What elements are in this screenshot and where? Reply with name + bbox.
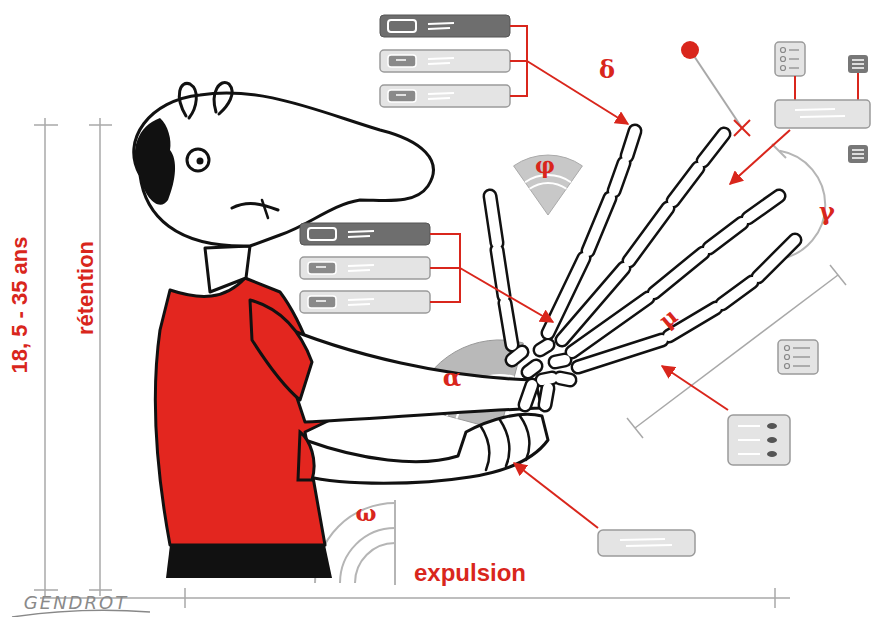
dimension-line bbox=[99, 118, 101, 596]
age-range: 18, 5 - 35 ans bbox=[9, 237, 31, 374]
callout-group bbox=[662, 366, 790, 465]
placeholder-box bbox=[728, 415, 790, 465]
dimension-tick bbox=[89, 124, 112, 126]
angle-symbol: α bbox=[443, 366, 461, 390]
leader-arrow bbox=[730, 130, 790, 184]
callout-group bbox=[778, 340, 818, 374]
dimension-tick bbox=[184, 588, 186, 608]
callout-group bbox=[380, 15, 628, 124]
dimension-tick bbox=[34, 124, 58, 126]
angle-side bbox=[394, 500, 396, 585]
eye bbox=[187, 149, 209, 171]
bracket bbox=[430, 234, 460, 302]
cross-mark bbox=[734, 120, 750, 136]
angle-arc bbox=[340, 528, 395, 583]
mouth bbox=[232, 204, 278, 210]
dimension-label: rétention bbox=[75, 241, 97, 335]
hand-bones bbox=[490, 131, 795, 405]
head bbox=[134, 93, 434, 246]
cartoon-man bbox=[134, 83, 795, 578]
placeholder-box bbox=[300, 291, 430, 313]
hand-bones-outline bbox=[490, 131, 795, 405]
dimension-lines bbox=[34, 118, 846, 608]
placeholder-lines bbox=[795, 109, 845, 117]
leader-line bbox=[690, 50, 742, 128]
dimension-line bbox=[40, 597, 790, 599]
dimension-tick bbox=[89, 589, 112, 591]
dimension-tick bbox=[830, 265, 846, 285]
menu-icon bbox=[848, 55, 868, 73]
hair bbox=[135, 118, 175, 205]
dimension-tick bbox=[627, 418, 643, 438]
dimension-tick bbox=[34, 589, 58, 591]
surprise-mark bbox=[214, 83, 232, 114]
angle-tick bbox=[772, 144, 786, 158]
dots bbox=[785, 346, 811, 369]
leader-arrow bbox=[662, 366, 728, 410]
placeholder-box bbox=[380, 15, 510, 37]
placeholder-box bbox=[778, 340, 818, 374]
cross-mark bbox=[734, 120, 750, 136]
menu-lines bbox=[852, 60, 864, 68]
sleeve bbox=[250, 300, 312, 400]
delta-marker bbox=[681, 41, 750, 136]
angle-symbol: δ bbox=[599, 58, 615, 82]
neck bbox=[205, 246, 250, 292]
dots bbox=[738, 423, 777, 457]
placeholder-lines bbox=[620, 539, 672, 546]
angle-symbol: γ bbox=[819, 200, 835, 224]
leader-arrow bbox=[460, 268, 553, 322]
placeholder-box bbox=[380, 85, 510, 107]
callout-group bbox=[300, 223, 553, 322]
mouth-line bbox=[262, 200, 268, 218]
dimension-label: expulsion bbox=[414, 561, 526, 585]
dimension-line bbox=[44, 118, 46, 596]
callout-group bbox=[514, 463, 695, 556]
placeholder-box bbox=[775, 100, 870, 128]
bracket bbox=[795, 73, 858, 100]
fingers bbox=[480, 416, 529, 470]
signature: GENDROT bbox=[24, 594, 128, 612]
menu-icon bbox=[848, 145, 868, 163]
pupil bbox=[197, 158, 204, 165]
placeholder-box bbox=[775, 42, 805, 76]
dimension-tick bbox=[774, 588, 776, 608]
placeholder-box bbox=[300, 223, 430, 245]
placeholder-box bbox=[380, 50, 510, 72]
gripping-arm bbox=[305, 414, 548, 483]
angle-symbol: φ bbox=[535, 154, 555, 176]
dimension-symbol: μ bbox=[655, 304, 681, 331]
surprise-mark bbox=[179, 83, 196, 118]
placeholder-box bbox=[598, 530, 695, 556]
sleeve bbox=[298, 432, 314, 480]
menu-lines bbox=[852, 150, 864, 158]
leader-arrow bbox=[514, 463, 598, 528]
placeholder-box bbox=[300, 257, 430, 279]
callout-group bbox=[730, 42, 870, 184]
dots bbox=[781, 48, 800, 71]
angle-arc bbox=[525, 175, 571, 182]
bracket bbox=[510, 26, 527, 96]
angle-arc bbox=[355, 543, 395, 583]
trousers bbox=[166, 545, 332, 578]
point-dot bbox=[681, 41, 699, 59]
angle-arc bbox=[530, 183, 567, 189]
angle-symbol: ω bbox=[356, 502, 377, 524]
arm bbox=[272, 322, 542, 422]
